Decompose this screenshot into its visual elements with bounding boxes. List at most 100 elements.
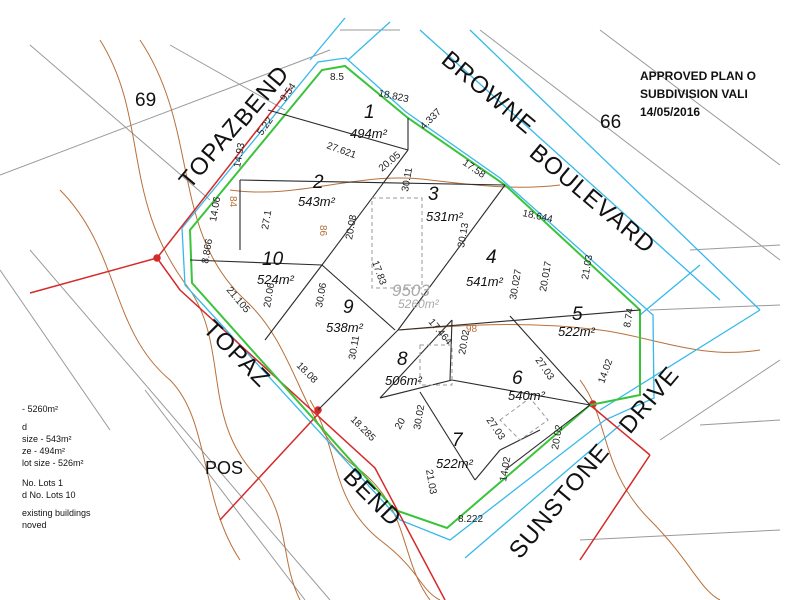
legend-line: - 5260m² (22, 404, 58, 414)
legend-line: d (22, 422, 27, 432)
existing-building-outline (499, 397, 549, 441)
neighbour-lot-66: 66 (600, 112, 621, 133)
legend-line: ze - 494m² (22, 446, 65, 456)
lot-line (504, 404, 591, 471)
lot-line (321, 149, 409, 266)
dimension-label: 27.03 (533, 355, 557, 382)
lot-number: 3 (428, 184, 439, 205)
legend-line: lot size - 526m² (22, 458, 84, 468)
cadastral-line (699, 419, 781, 426)
contour-line (399, 324, 761, 353)
contour-lines (59, 39, 761, 600)
lot-number: 4 (486, 247, 497, 268)
dimension-label: 20.06 (262, 282, 277, 309)
dimension-label: 20 (393, 416, 408, 432)
dimension-label: 21.03 (423, 469, 438, 496)
dimension-label: 27.03 (484, 415, 508, 442)
lot-area: 524m² (257, 272, 295, 287)
legend-line: No. Lots 1 (22, 478, 63, 488)
dimension-label: 18.644 (521, 208, 554, 225)
road-edge-line (347, 21, 391, 61)
lot-line (474, 449, 501, 481)
dimension-label: 17.58 (460, 157, 487, 181)
dimension-label: 20.02 (457, 329, 472, 356)
legend-line: size - 543m² (22, 434, 72, 444)
lot-area: 538m² (326, 320, 364, 335)
cadastral-line (29, 44, 211, 201)
lot-area: 543m² (298, 194, 336, 209)
legend-line: existing buildings (22, 508, 91, 518)
contour-line (309, 399, 441, 600)
parent-lot-number: 9503 (392, 281, 430, 300)
legend-line: d No. Lots 10 (22, 490, 76, 500)
cadastral-line (649, 304, 781, 311)
lot-number: 5 (572, 304, 583, 325)
dimension-label: 8.866 (200, 238, 215, 265)
dimension-label: 30.11 (347, 334, 362, 360)
cadastral-line (169, 44, 286, 111)
public-open-space-label: POS (205, 458, 243, 478)
red-line (589, 404, 651, 456)
red-line (219, 411, 321, 521)
road-reserve-inner (181, 57, 655, 541)
existing-building-outline (371, 197, 423, 289)
red-line (579, 454, 651, 561)
road-label-sunstone: SUNSTONE (504, 439, 615, 564)
dimension-label: 21.03 (580, 254, 595, 281)
dimension-label: 8.222 (458, 514, 483, 525)
lot-line (397, 184, 506, 331)
cadastral-line (579, 529, 781, 541)
dimension-label: 27.1 (260, 209, 274, 231)
dimension-label: 20.08 (344, 214, 359, 241)
lot-line (267, 109, 409, 151)
dimension-label: 27.621 (325, 140, 358, 161)
lot-number: 8 (397, 349, 408, 370)
dimension-label: 21.105 (224, 285, 252, 316)
cadastral-line (689, 244, 781, 251)
lot-line (317, 329, 399, 411)
lot-line (451, 379, 591, 406)
legend: - 5260m² d size - 543m² ze - 494m² lot s… (22, 404, 91, 530)
dimension-label: 30.13 (456, 222, 471, 249)
dimension-label: 14.93 (232, 142, 247, 169)
cadastral-lines (0, 29, 781, 600)
road-reserve-lines (181, 17, 761, 559)
dimension-label: 30.06 (314, 282, 329, 309)
lot-line (419, 391, 476, 481)
cadastral-line (29, 249, 331, 600)
dimension-label: 14.02 (498, 456, 513, 483)
dimension-label: 14.02 (596, 357, 615, 385)
road-label-browne: BROWNE (436, 46, 541, 140)
road-label-boulevard: BOULEVARD (524, 139, 660, 259)
dimension-label: 30.11 (400, 166, 415, 192)
dimension-label: 30.02 (412, 404, 427, 431)
contour-label: 84 (227, 196, 238, 208)
lot-line (321, 264, 396, 331)
lot-lines (189, 109, 641, 481)
cadastral-line (659, 359, 781, 441)
subdivision-boundary (188, 64, 641, 530)
cadastral-line (599, 29, 781, 166)
contour-label: 98 (466, 324, 478, 335)
lot-line (189, 259, 323, 266)
lot-line (509, 315, 591, 406)
lot-number: 9 (343, 297, 354, 318)
lot-area: 494m² (350, 126, 388, 141)
lot-area: 541m² (466, 274, 504, 289)
road-edge-line (419, 29, 721, 301)
existing-buildings (371, 197, 549, 441)
plan-title-line-2: SUBDIVISION VALI (640, 87, 748, 101)
contour-line (579, 379, 721, 600)
road-edge-line (309, 17, 346, 61)
road-edge-line (469, 29, 761, 311)
dimension-label: 18.285 (348, 414, 378, 444)
road-edge-line (464, 424, 621, 559)
lot-area: 540m² (508, 388, 546, 403)
dimension-label: 20.02 (550, 424, 565, 451)
red-line (29, 257, 158, 294)
lot-area: 531m² (426, 209, 464, 224)
lot-number: 7 (452, 430, 464, 451)
road-label-bend-lower: BEND (338, 463, 407, 532)
contour-line (59, 189, 241, 561)
